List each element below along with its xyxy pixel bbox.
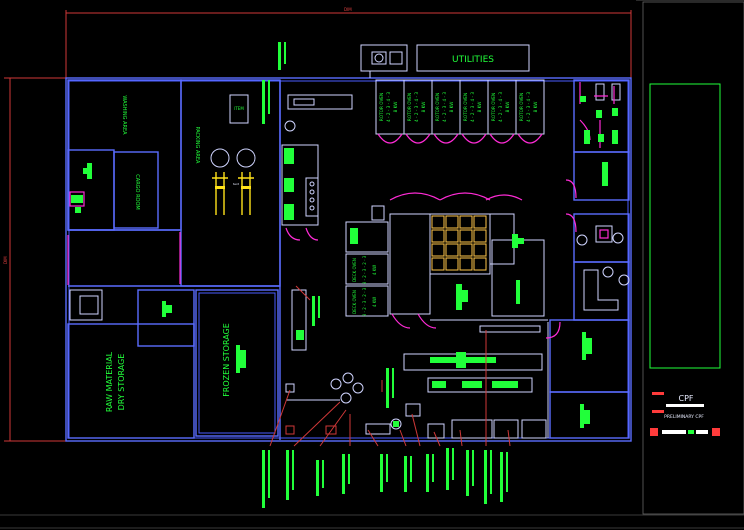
callout-leaders bbox=[269, 285, 511, 447]
raw-material-storage: RAW MATERIAL DRY STORAGE bbox=[67, 289, 195, 439]
production-line bbox=[330, 322, 549, 439]
raw-material-label-2: DRY STORAGE bbox=[117, 354, 126, 411]
proofing-rack-cell bbox=[473, 243, 487, 257]
proofing-rack-cell bbox=[459, 215, 473, 229]
outer-walls bbox=[65, 77, 632, 442]
title-company: CPF bbox=[678, 394, 693, 403]
rotor-oven-3-label-2: 4 - 2 - 3 - 4 - 3 bbox=[442, 92, 447, 122]
rotor-oven-6-label-3: 8 KW bbox=[533, 102, 538, 113]
frozen-storage-room: FROZEN STORAGE bbox=[195, 289, 279, 437]
proofing-rack-cell bbox=[431, 243, 445, 257]
dimension-lines: DIM DIM bbox=[3, 7, 632, 442]
proofing-rack-cell bbox=[445, 243, 459, 257]
rotor-oven-2-label-2: 4 - 2 - 3 - 4 - 3 bbox=[414, 92, 419, 122]
deck-oven-label-1a: DECK OVEN bbox=[352, 258, 357, 282]
rotor-oven-5-label-1: ROTOR OVEN bbox=[491, 93, 496, 121]
rotor-oven-4-label-3: 8 KW bbox=[477, 102, 482, 113]
rotor-oven-6-label-1: ROTOR OVEN bbox=[519, 93, 524, 121]
packing-area-room: PACKING AREA ITEM text bbox=[180, 79, 281, 287]
proofing-rack-cell bbox=[459, 257, 473, 271]
proofing-rack-cell bbox=[431, 215, 445, 229]
callout-annotations bbox=[262, 42, 508, 508]
svg-text:DIM: DIM bbox=[344, 7, 352, 12]
production-equipment bbox=[281, 94, 353, 401]
rotor-oven-4-label-2: 4 - 2 - 3 - 4 - 3 bbox=[470, 92, 475, 122]
rotor-oven-4-label-1: ROTOR OVEN bbox=[463, 93, 468, 121]
washing-area-room: WASHING AREA bbox=[67, 79, 182, 231]
cargo-room-label: CARGO ROOM bbox=[134, 174, 140, 209]
proofing-rack-cell bbox=[473, 229, 487, 243]
proofing-rack-cell bbox=[473, 215, 487, 229]
proofing-rack-cell bbox=[431, 257, 445, 271]
rotor-oven-2-label-3: 8 KW bbox=[421, 102, 426, 113]
rotor-oven-1-label-2: 4 - 2 - 3 - 4 - 3 bbox=[386, 92, 391, 122]
deck-oven-label-2b: 3 - 2 - 3 - 2 - 3 bbox=[362, 287, 367, 316]
rotor-oven-6-label-2: 4 - 2 - 3 - 4 - 3 bbox=[526, 92, 531, 122]
rotor-oven-bank bbox=[375, 79, 545, 144]
proofing-rack-cell bbox=[431, 229, 445, 243]
rotor-oven-3-label-3: 8 KW bbox=[449, 102, 454, 113]
title-block: CPF PRELIMINARY CPF bbox=[649, 83, 721, 436]
right-side-rooms bbox=[545, 79, 630, 439]
deck-oven-label-1c: 4 KW bbox=[372, 265, 377, 275]
proofing-rack-cell bbox=[445, 229, 459, 243]
deck-oven-label-2a: DECK OVEN bbox=[352, 290, 357, 314]
proofing-rack-cell bbox=[459, 243, 473, 257]
svg-text:text: text bbox=[233, 182, 240, 186]
proofing-rack-cell bbox=[459, 229, 473, 243]
packing-area-label: PACKING AREA bbox=[194, 127, 200, 165]
rotor-oven-3-label-1: ROTOR OVEN bbox=[435, 93, 440, 121]
proofing-rack-cell bbox=[445, 257, 459, 271]
rotor-oven-5-label-2: 4 - 2 - 3 - 4 - 3 bbox=[498, 92, 503, 122]
deck-oven-label-2c: 4 KW bbox=[372, 297, 377, 307]
corridor-walls bbox=[67, 80, 281, 440]
frozen-storage-label: FROZEN STORAGE bbox=[222, 323, 231, 397]
proofing-racks bbox=[389, 192, 548, 333]
deck-oven-label-1b: 3 - 2 - 3 - 2 - 3 bbox=[362, 255, 367, 284]
utilities-block: UTILITIES bbox=[360, 44, 530, 78]
deck-oven-bank: DECK OVEN 3 - 2 - 3 - 2 - 3 4 KW DECK OV… bbox=[345, 205, 389, 317]
title-subtitle: PRELIMINARY CPF bbox=[664, 414, 704, 420]
utilities-label: UTILITIES bbox=[452, 55, 494, 65]
rotor-oven-2-label-1: ROTOR OVEN bbox=[407, 93, 412, 121]
proofing-rack-cell bbox=[473, 257, 487, 271]
proofing-rack-cell bbox=[445, 215, 459, 229]
cargo-room: CARGO ROOM bbox=[113, 151, 159, 229]
washing-area-label: WASHING AREA bbox=[121, 95, 127, 135]
svg-text:DIM: DIM bbox=[3, 256, 8, 264]
raw-material-label-1: RAW MATERIAL bbox=[105, 351, 114, 412]
rotor-oven-1-label-3: 8 KW bbox=[393, 102, 398, 113]
svg-text:ITEM: ITEM bbox=[234, 106, 244, 111]
rotor-oven-1-label-1: ROTOR OVEN bbox=[379, 93, 384, 121]
proofing-rack-cells bbox=[431, 215, 487, 271]
rotor-oven-5-label-3: 8 KW bbox=[505, 102, 510, 113]
